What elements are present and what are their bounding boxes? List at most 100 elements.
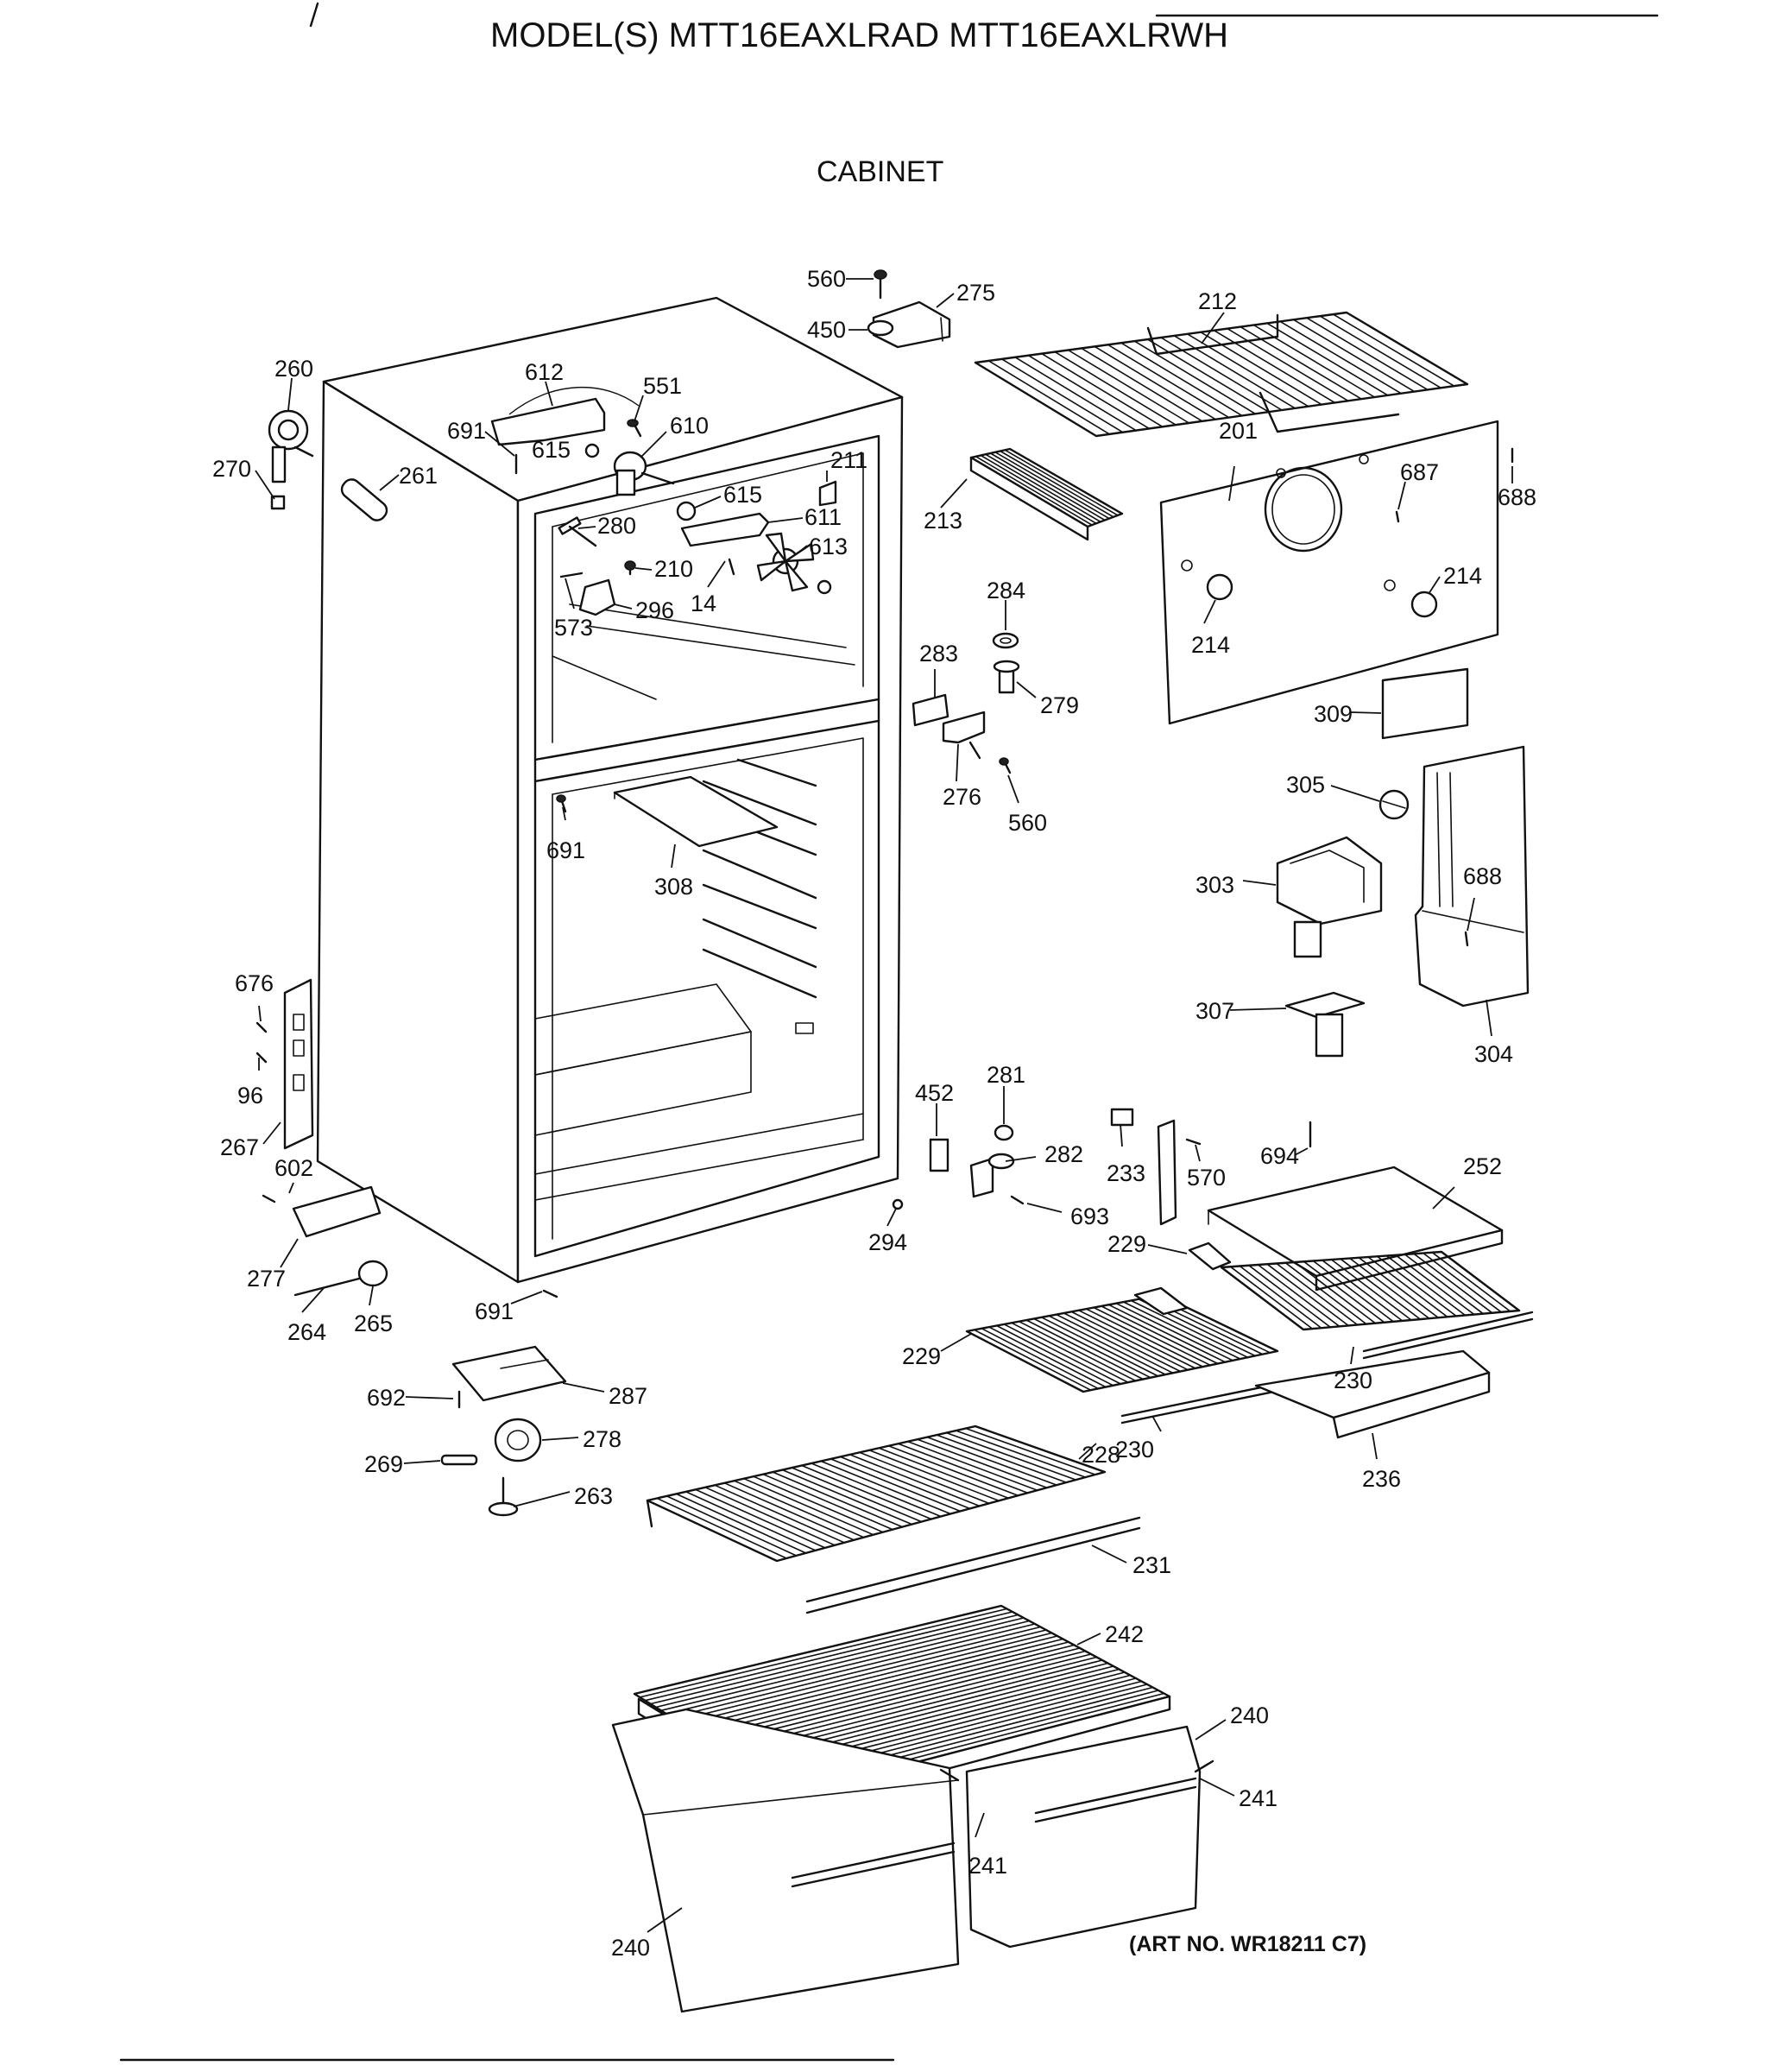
callout-212: 212 bbox=[1198, 288, 1237, 314]
wire-shelf-229-front bbox=[965, 1286, 1279, 1393]
crisper-drawer-240-left bbox=[611, 1708, 960, 2013]
callout-261: 261 bbox=[399, 463, 438, 489]
callout-560-b: 560 bbox=[1008, 810, 1047, 836]
callout-269: 269 bbox=[364, 1451, 403, 1477]
bracket-277 bbox=[292, 1185, 382, 1238]
callout-303: 303 bbox=[1195, 872, 1234, 898]
baffle-307 bbox=[1284, 991, 1366, 1019]
callout-676: 676 bbox=[235, 970, 274, 996]
wire-shelf-229-back bbox=[1188, 1241, 1521, 1331]
screw-687 bbox=[1395, 510, 1400, 523]
bottom-left-parts bbox=[255, 978, 567, 1517]
callout-214-right: 214 bbox=[1443, 563, 1482, 589]
callout-452: 452 bbox=[915, 1080, 954, 1106]
header: MODEL(S) MTT16EAXLRAD MTT16EAXLRWH CABIN… bbox=[309, 2, 1659, 188]
clip-270 bbox=[270, 495, 286, 510]
callout-280: 280 bbox=[597, 513, 636, 539]
callout-296: 296 bbox=[635, 597, 674, 623]
callout-282: 282 bbox=[1044, 1141, 1083, 1167]
callout-265: 265 bbox=[354, 1311, 393, 1336]
callout-294: 294 bbox=[868, 1229, 907, 1255]
callout-240-left: 240 bbox=[611, 1935, 650, 1961]
callout-283: 283 bbox=[919, 641, 958, 666]
plate-452 bbox=[929, 1138, 949, 1172]
callout-96: 96 bbox=[237, 1083, 263, 1109]
drain-parts bbox=[268, 409, 388, 521]
callout-252: 252 bbox=[1463, 1153, 1502, 1179]
screw-14 bbox=[728, 558, 735, 576]
callout-551: 551 bbox=[643, 373, 682, 399]
callout-570: 570 bbox=[1187, 1165, 1226, 1191]
callout-692: 692 bbox=[367, 1385, 406, 1411]
callout-229-a: 229 bbox=[902, 1343, 941, 1369]
knob-214-right bbox=[1410, 591, 1438, 618]
callout-307: 307 bbox=[1195, 998, 1234, 1024]
grommet-613 bbox=[817, 579, 832, 595]
shelf-trim-231 bbox=[805, 1516, 1141, 1614]
knob-214-left bbox=[1206, 573, 1233, 601]
top-hinge-assembly bbox=[867, 269, 951, 349]
bracket-612 bbox=[490, 397, 606, 446]
roller-265 bbox=[357, 1260, 388, 1287]
cabinet-body bbox=[316, 296, 904, 1284]
callout-230-a: 230 bbox=[1115, 1437, 1154, 1462]
thermostat-211 bbox=[818, 480, 837, 507]
callout-236: 236 bbox=[1362, 1466, 1401, 1492]
hinge-282 bbox=[969, 1157, 994, 1198]
bracket-611 bbox=[680, 512, 770, 547]
rail-support bbox=[1157, 1119, 1177, 1226]
callout-611: 611 bbox=[804, 504, 842, 530]
callout-229-b: 229 bbox=[1107, 1231, 1146, 1257]
callout-613: 613 bbox=[809, 534, 848, 559]
callout-573: 573 bbox=[554, 615, 593, 641]
evaporator-cover-201 bbox=[1159, 420, 1514, 740]
pin-269 bbox=[440, 1454, 478, 1466]
callout-264: 264 bbox=[287, 1319, 326, 1345]
roller-278 bbox=[494, 1418, 542, 1462]
freezer-controls bbox=[490, 387, 837, 616]
screw-602 bbox=[262, 1194, 276, 1203]
callout-275: 275 bbox=[956, 280, 995, 306]
hinge-shim-450 bbox=[867, 319, 894, 337]
section-title: CABINET bbox=[817, 155, 943, 188]
callout-211: 211 bbox=[830, 447, 867, 473]
fresh-food-compartment bbox=[533, 719, 880, 1258]
screw-570 bbox=[1185, 1138, 1202, 1146]
callout-214-left: 214 bbox=[1191, 632, 1230, 658]
callout-615: 615 bbox=[532, 437, 571, 463]
fan-blade-613 bbox=[756, 532, 815, 592]
callout-201: 201 bbox=[1219, 418, 1258, 444]
callout-560: 560 bbox=[807, 266, 846, 292]
callout-281: 281 bbox=[987, 1062, 1025, 1088]
plate-283 bbox=[912, 693, 949, 727]
screw-688-duct bbox=[1464, 931, 1469, 947]
screw-691c bbox=[542, 1289, 558, 1298]
callout-267: 267 bbox=[220, 1134, 259, 1160]
freezer-shelf-212 bbox=[974, 311, 1469, 438]
callout-279: 279 bbox=[1040, 692, 1079, 718]
callout-612: 612 bbox=[525, 359, 564, 385]
screw-693 bbox=[1010, 1195, 1025, 1205]
callout-14: 14 bbox=[691, 591, 716, 616]
callout-610: 610 bbox=[670, 413, 709, 439]
page-title: MODEL(S) MTT16EAXLRAD MTT16EAXLRWH bbox=[490, 16, 1228, 54]
pin-573 bbox=[559, 572, 584, 578]
callout-210: 210 bbox=[654, 556, 693, 582]
screw-96 bbox=[255, 1052, 268, 1064]
callout-230-b: 230 bbox=[1334, 1368, 1372, 1393]
callout-240-right: 240 bbox=[1230, 1702, 1269, 1728]
fan-opening bbox=[1264, 466, 1343, 553]
screw-294 bbox=[892, 1198, 904, 1210]
cabinet-left-side bbox=[316, 380, 520, 1284]
callout-263: 263 bbox=[574, 1483, 613, 1509]
footer: (ART NO. WR18211 C7) bbox=[119, 1932, 1366, 2062]
callout-241-left: 241 bbox=[968, 1853, 1007, 1879]
callout-284: 284 bbox=[987, 578, 1025, 603]
rod-264 bbox=[293, 1276, 364, 1297]
shelf-308 bbox=[556, 775, 779, 848]
callout-228: 228 bbox=[1082, 1442, 1120, 1468]
callout-213: 213 bbox=[924, 508, 962, 534]
plate-287 bbox=[451, 1345, 567, 1402]
callout-691-c: 691 bbox=[475, 1298, 514, 1324]
housing-296 bbox=[578, 578, 616, 616]
